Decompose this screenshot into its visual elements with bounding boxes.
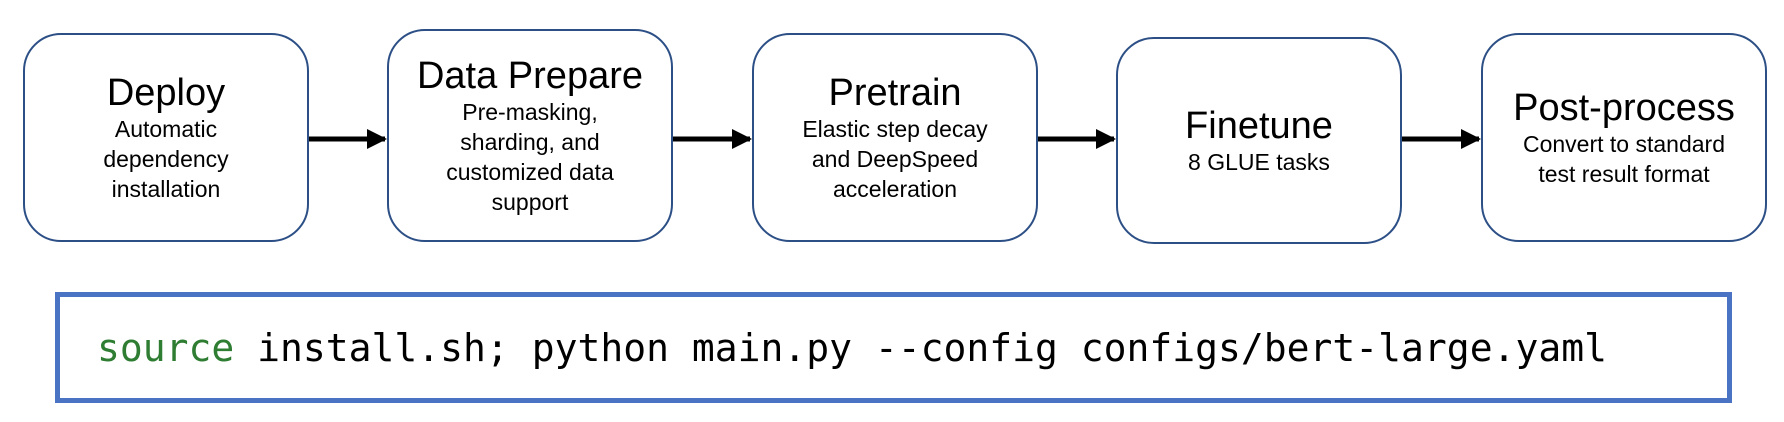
step-title: Pretrain [828, 71, 962, 114]
step-description: Elastic step decay and DeepSpeed acceler… [802, 115, 988, 202]
step-title: Deploy [106, 71, 226, 114]
command-keyword: source [97, 325, 235, 370]
step-description: Automatic dependency installation [103, 115, 229, 202]
step-finetune: Finetune 8 GLUE tasks [1116, 37, 1402, 244]
step-description: Pre-masking, sharding, and customized da… [446, 98, 614, 215]
step-description: Convert to standard test result format [1522, 130, 1725, 187]
command-text: install.sh; python main.py --config conf… [234, 325, 1607, 370]
step-title: Post-process [1513, 86, 1735, 129]
step-data-prepare: Data Prepare Pre-masking, sharding, and … [387, 29, 673, 242]
step-pretrain: Pretrain Elastic step decay and DeepSpee… [752, 33, 1038, 242]
step-description: 8 GLUE tasks [1188, 148, 1330, 175]
step-post-process: Post-process Convert to standard test re… [1481, 33, 1767, 242]
step-title: Data Prepare [416, 54, 643, 97]
command-box: source install.sh; python main.py --conf… [55, 292, 1732, 403]
step-deploy: Deploy Automatic dependency installation [23, 33, 309, 242]
step-title: Finetune [1185, 104, 1333, 147]
